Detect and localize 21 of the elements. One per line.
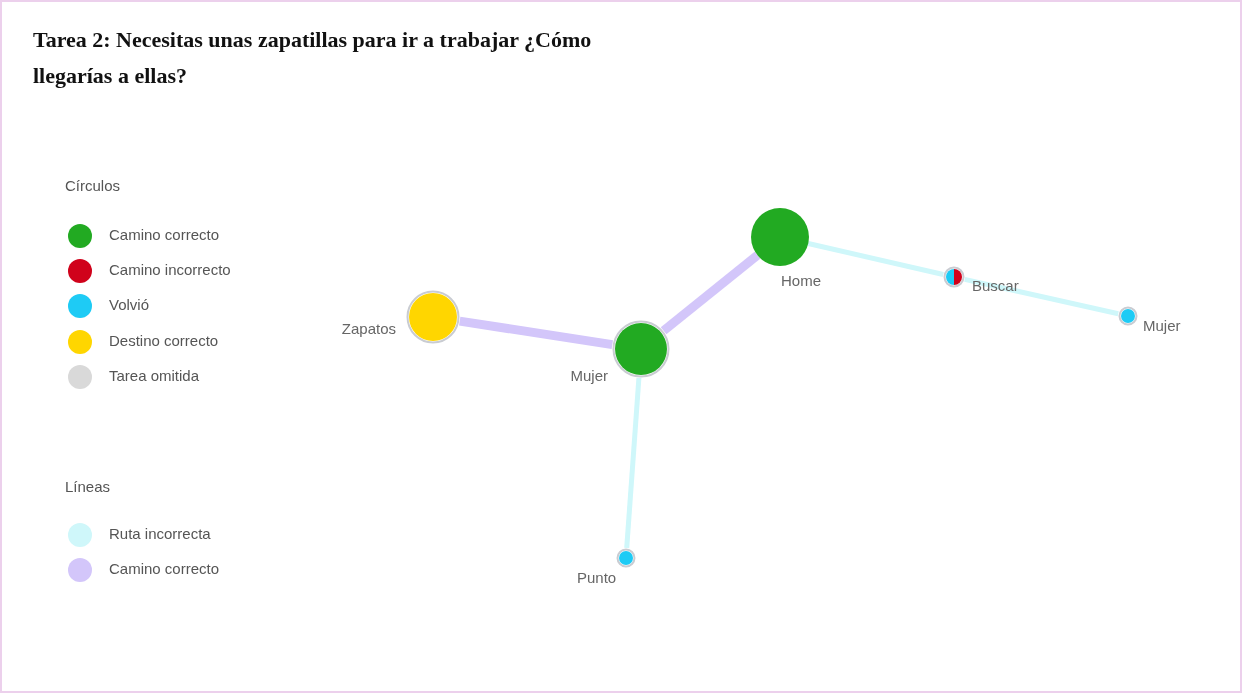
node-label: Home [781, 272, 821, 289]
legend-label: Camino incorrecto [109, 261, 231, 278]
connector-line [624, 377, 642, 549]
node-label: Punto [577, 569, 617, 586]
legend-label: Tarea omitida [109, 367, 200, 384]
legend-label: Destino correcto [109, 332, 219, 349]
legend-label: Ruta incorrecta [109, 525, 211, 542]
connector-line [660, 251, 761, 335]
connector-line [964, 276, 1119, 317]
connector-line [807, 241, 944, 277]
legend-label: Camino correcto [109, 560, 220, 577]
legend-label: Camino correcto [109, 226, 220, 243]
legend-label: Volvió [109, 296, 150, 313]
node-label: Zapatos [341, 320, 396, 337]
legend-heading: Líneas [65, 478, 111, 495]
node-label: Mujer [570, 367, 608, 384]
connector-line [459, 316, 614, 350]
legend-heading: Círculos [65, 177, 120, 194]
title: Tarea 2: Necesitas unas zapatillas para ir a trabajar ¿Cómo llegarías a ellas? [33, 26, 593, 90]
node-label: Mujer [1143, 317, 1181, 334]
node-label: Buscar [972, 277, 1019, 294]
